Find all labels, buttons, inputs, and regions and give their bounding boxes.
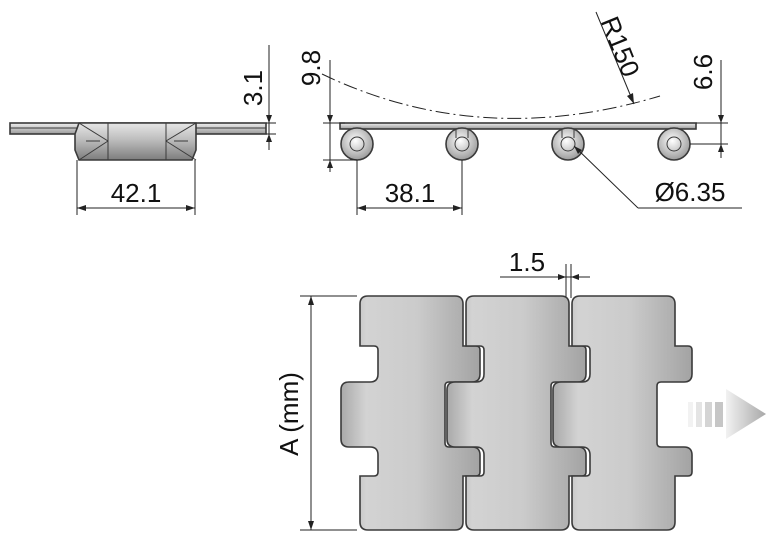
- dimension-height-label: 9.8: [296, 50, 326, 86]
- dimension-width-side: 42.1: [76, 160, 196, 215]
- dimension-pitch-label: 38.1: [385, 178, 436, 208]
- chain-plate-2: [446, 295, 587, 531]
- dimension-thickness: 3.1: [238, 45, 276, 150]
- front-view: 9.8 R150 6.6 38.1: [296, 11, 742, 215]
- chain-plate-3: [552, 295, 693, 531]
- front-view-plate: [339, 122, 697, 130]
- top-view: 1.5 A (mm): [274, 247, 766, 531]
- dimension-pin-diameter-label: Ø6.35: [655, 177, 726, 207]
- dimension-width-a: A (mm): [274, 295, 357, 531]
- dimension-width-a-label: A (mm): [274, 372, 304, 456]
- chain-plate-1: [340, 295, 481, 531]
- dimension-radius: R150: [595, 11, 646, 105]
- side-view: 3.1 42.1: [9, 45, 276, 215]
- direction-arrow-icon: [688, 389, 766, 439]
- dimension-pin-height: 6.6: [688, 54, 728, 158]
- dimension-height: 9.8: [296, 50, 357, 172]
- dimension-width-side-label: 42.1: [111, 178, 162, 208]
- dimension-pitch: 38.1: [356, 160, 463, 215]
- dimension-thickness-label: 3.1: [238, 70, 268, 106]
- dimension-gap: 1.5: [500, 247, 590, 298]
- pin-knuckles: [340, 127, 691, 161]
- dimension-gap-label: 1.5: [509, 247, 545, 277]
- backflex-radius-arc: [321, 73, 661, 119]
- dimension-radius-label: R150: [595, 12, 646, 81]
- dimension-pin-height-label: 6.6: [688, 54, 718, 90]
- dimension-pin-diameter: Ø6.35: [573, 145, 742, 209]
- chain-plates: [340, 295, 693, 531]
